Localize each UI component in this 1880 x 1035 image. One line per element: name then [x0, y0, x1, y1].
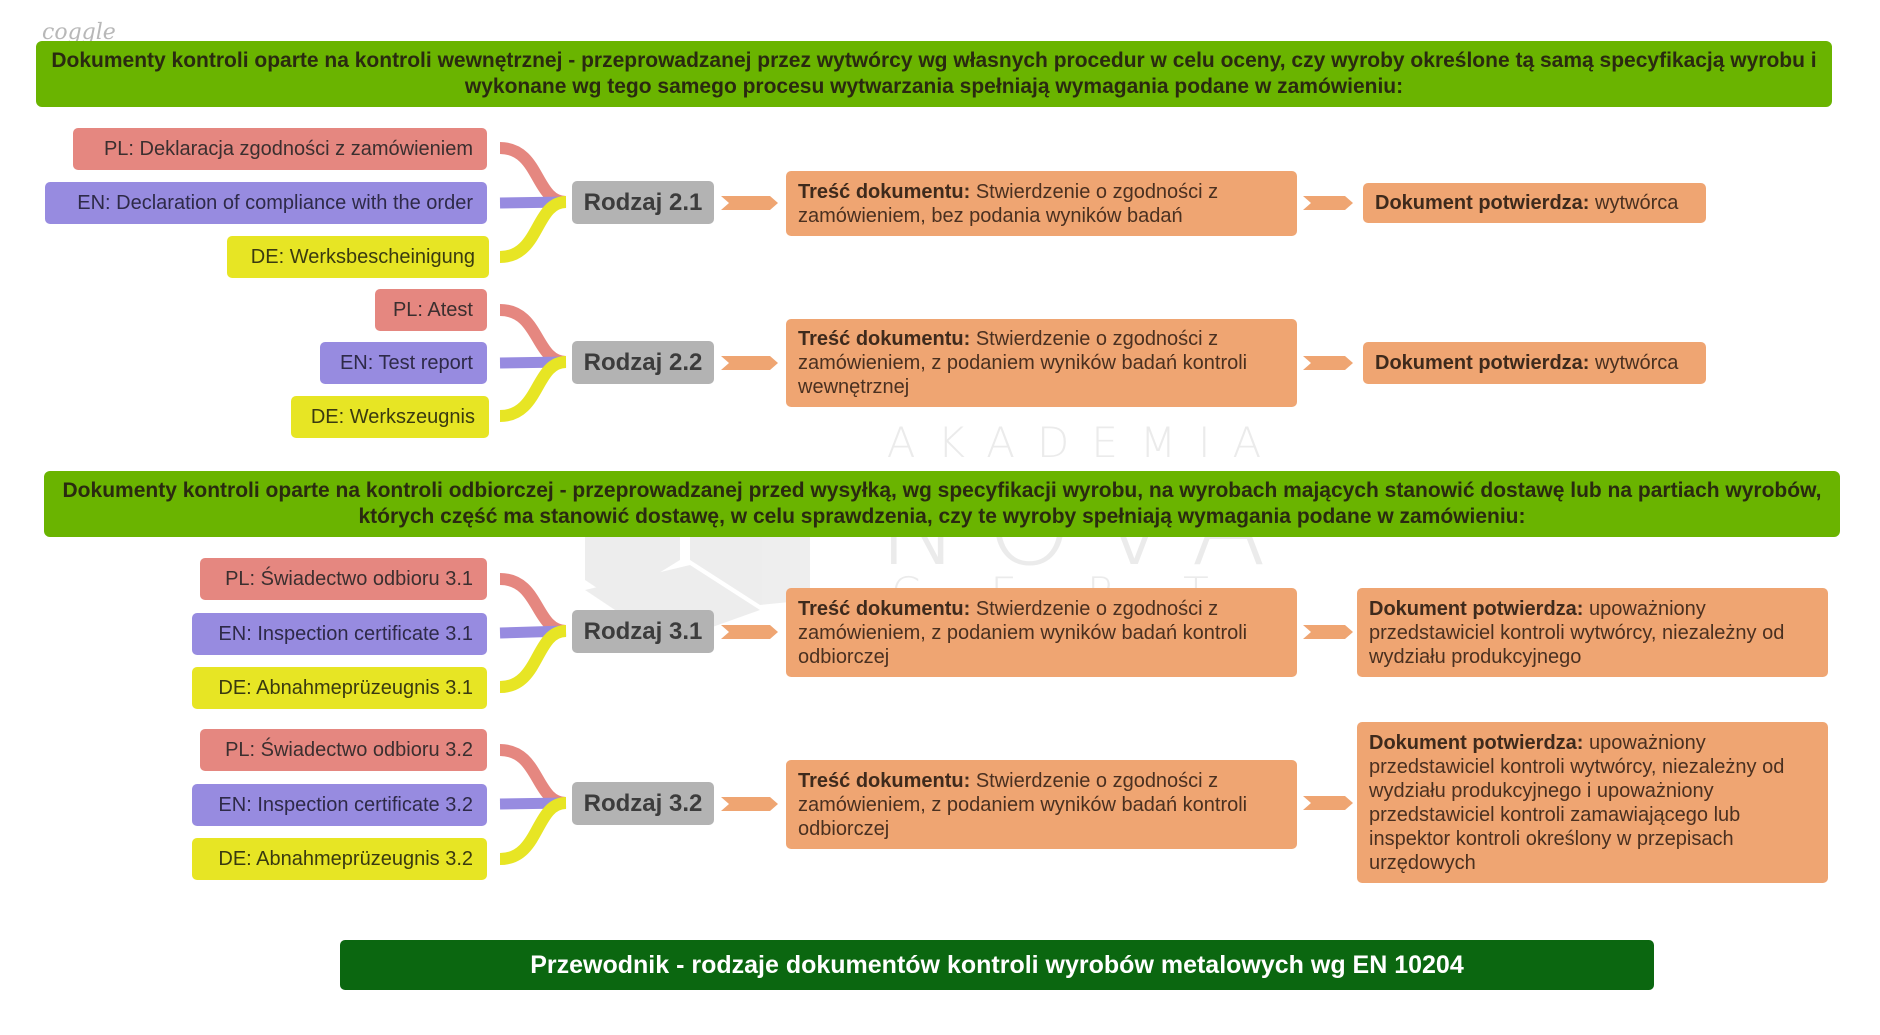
- type-3-2-node[interactable]: Rodzaj 3.2: [572, 782, 714, 825]
- confirms-label: Dokument potwierdza:: [1369, 731, 1584, 754]
- arrow-3-2-content: [721, 797, 778, 811]
- link-3-2-pl: [499, 744, 567, 809]
- arrow-2-1-confirms: [1303, 196, 1353, 210]
- type-3-1-de-node[interactable]: DE: Abnahmeprüzeugnis 3.1: [192, 667, 487, 709]
- arrow-3-1-content: [721, 625, 778, 639]
- content-text: Stwierdzenie o zgodności z zamówieniem, …: [798, 597, 1248, 668]
- link-2-2-de: [499, 356, 567, 422]
- type-3-2-content-node[interactable]: Treść dokumentu: Stwierdzenie o zgodnośc…: [786, 760, 1297, 849]
- confirms-text: upoważniony przedstawiciel kontroli wytw…: [1369, 597, 1785, 668]
- confirms-label: Dokument potwierdza:: [1369, 597, 1584, 620]
- coggle-logo: coggle: [42, 20, 116, 45]
- section-header-acceptance[interactable]: Dokumenty kontroli oparte na kontroli od…: [44, 471, 1840, 537]
- link-2-1-pl: [499, 142, 567, 208]
- type-3-2-confirms-node[interactable]: Dokument potwierdza: upoważniony przedst…: [1357, 722, 1828, 883]
- type-2-1-content-node[interactable]: Treść dokumentu: Stwierdzenie o zgodnośc…: [786, 171, 1297, 236]
- content-text: Stwierdzenie o zgodności z zamówieniem, …: [798, 180, 1219, 227]
- diagram-title[interactable]: Przewodnik - rodzaje dokumentów kontroli…: [340, 940, 1654, 990]
- section-header-internal[interactable]: Dokumenty kontroli oparte na kontroli we…: [36, 41, 1832, 107]
- type-2-2-node[interactable]: Rodzaj 2.2: [572, 341, 714, 384]
- type-3-2-en-node[interactable]: EN: Inspection certificate 3.2: [192, 784, 487, 826]
- type-2-1-de-node[interactable]: DE: Werksbescheinigung: [227, 236, 489, 278]
- arrow-2-1-content: [721, 196, 778, 210]
- type-3-2-de-node[interactable]: DE: Abnahmeprüzeugnis 3.2: [192, 838, 487, 880]
- content-label: Treść dokumentu:: [798, 769, 971, 792]
- watermark-akademia: AKADEMIA: [886, 418, 1284, 467]
- link-3-1-pl: [499, 573, 567, 637]
- arrow-2-2-confirms: [1303, 356, 1353, 370]
- confirms-label: Dokument potwierdza:: [1375, 192, 1590, 214]
- type-2-1-node[interactable]: Rodzaj 2.1: [572, 181, 714, 224]
- link-3-1-de: [499, 625, 567, 693]
- type-2-2-confirms-node[interactable]: Dokument potwierdza: wytwórca: [1363, 342, 1706, 384]
- link-2-1-de: [499, 196, 567, 263]
- link-2-2-pl: [499, 304, 567, 368]
- content-label: Treść dokumentu:: [798, 180, 971, 203]
- confirms-text: wytwórca: [1595, 352, 1679, 374]
- type-2-1-en-node[interactable]: EN: Declaration of compliance with the o…: [45, 182, 487, 224]
- type-3-1-confirms-node[interactable]: Dokument potwierdza: upoważniony przedst…: [1357, 588, 1828, 677]
- content-text: Stwierdzenie o zgodności z zamówieniem, …: [798, 769, 1248, 840]
- arrow-3-1-confirms: [1303, 625, 1353, 639]
- type-2-2-de-node[interactable]: DE: Werkszeugnis: [291, 396, 489, 438]
- type-3-1-content-node[interactable]: Treść dokumentu: Stwierdzenie o zgodnośc…: [786, 588, 1297, 677]
- type-2-2-en-node[interactable]: EN: Test report: [320, 342, 487, 384]
- type-3-1-en-node[interactable]: EN: Inspection certificate 3.1: [192, 613, 487, 655]
- content-text: Stwierdzenie o zgodności z zamówieniem, …: [798, 328, 1248, 398]
- confirms-text: wytwórca: [1595, 192, 1679, 214]
- arrow-2-2-content: [721, 356, 778, 370]
- content-label: Treść dokumentu:: [798, 597, 971, 620]
- arrow-3-2-confirms: [1303, 796, 1353, 810]
- type-2-1-pl-node[interactable]: PL: Deklaracja zgodności z zamówieniem: [73, 128, 487, 170]
- type-2-2-pl-node[interactable]: PL: Atest: [375, 289, 487, 331]
- type-3-1-pl-node[interactable]: PL: Świadectwo odbioru 3.1: [200, 558, 487, 600]
- confirms-label: Dokument potwierdza:: [1375, 352, 1590, 374]
- link-3-2-de: [499, 797, 567, 865]
- type-2-2-content-node[interactable]: Treść dokumentu: Stwierdzenie o zgodnośc…: [786, 319, 1297, 407]
- type-3-1-node[interactable]: Rodzaj 3.1: [572, 610, 714, 653]
- type-2-1-confirms-node[interactable]: Dokument potwierdza: wytwórca: [1363, 183, 1706, 223]
- type-3-2-pl-node[interactable]: PL: Świadectwo odbioru 3.2: [200, 729, 487, 771]
- confirms-text: upoważniony przedstawiciel kontroli wytw…: [1369, 731, 1785, 874]
- content-label: Treść dokumentu:: [798, 328, 971, 350]
